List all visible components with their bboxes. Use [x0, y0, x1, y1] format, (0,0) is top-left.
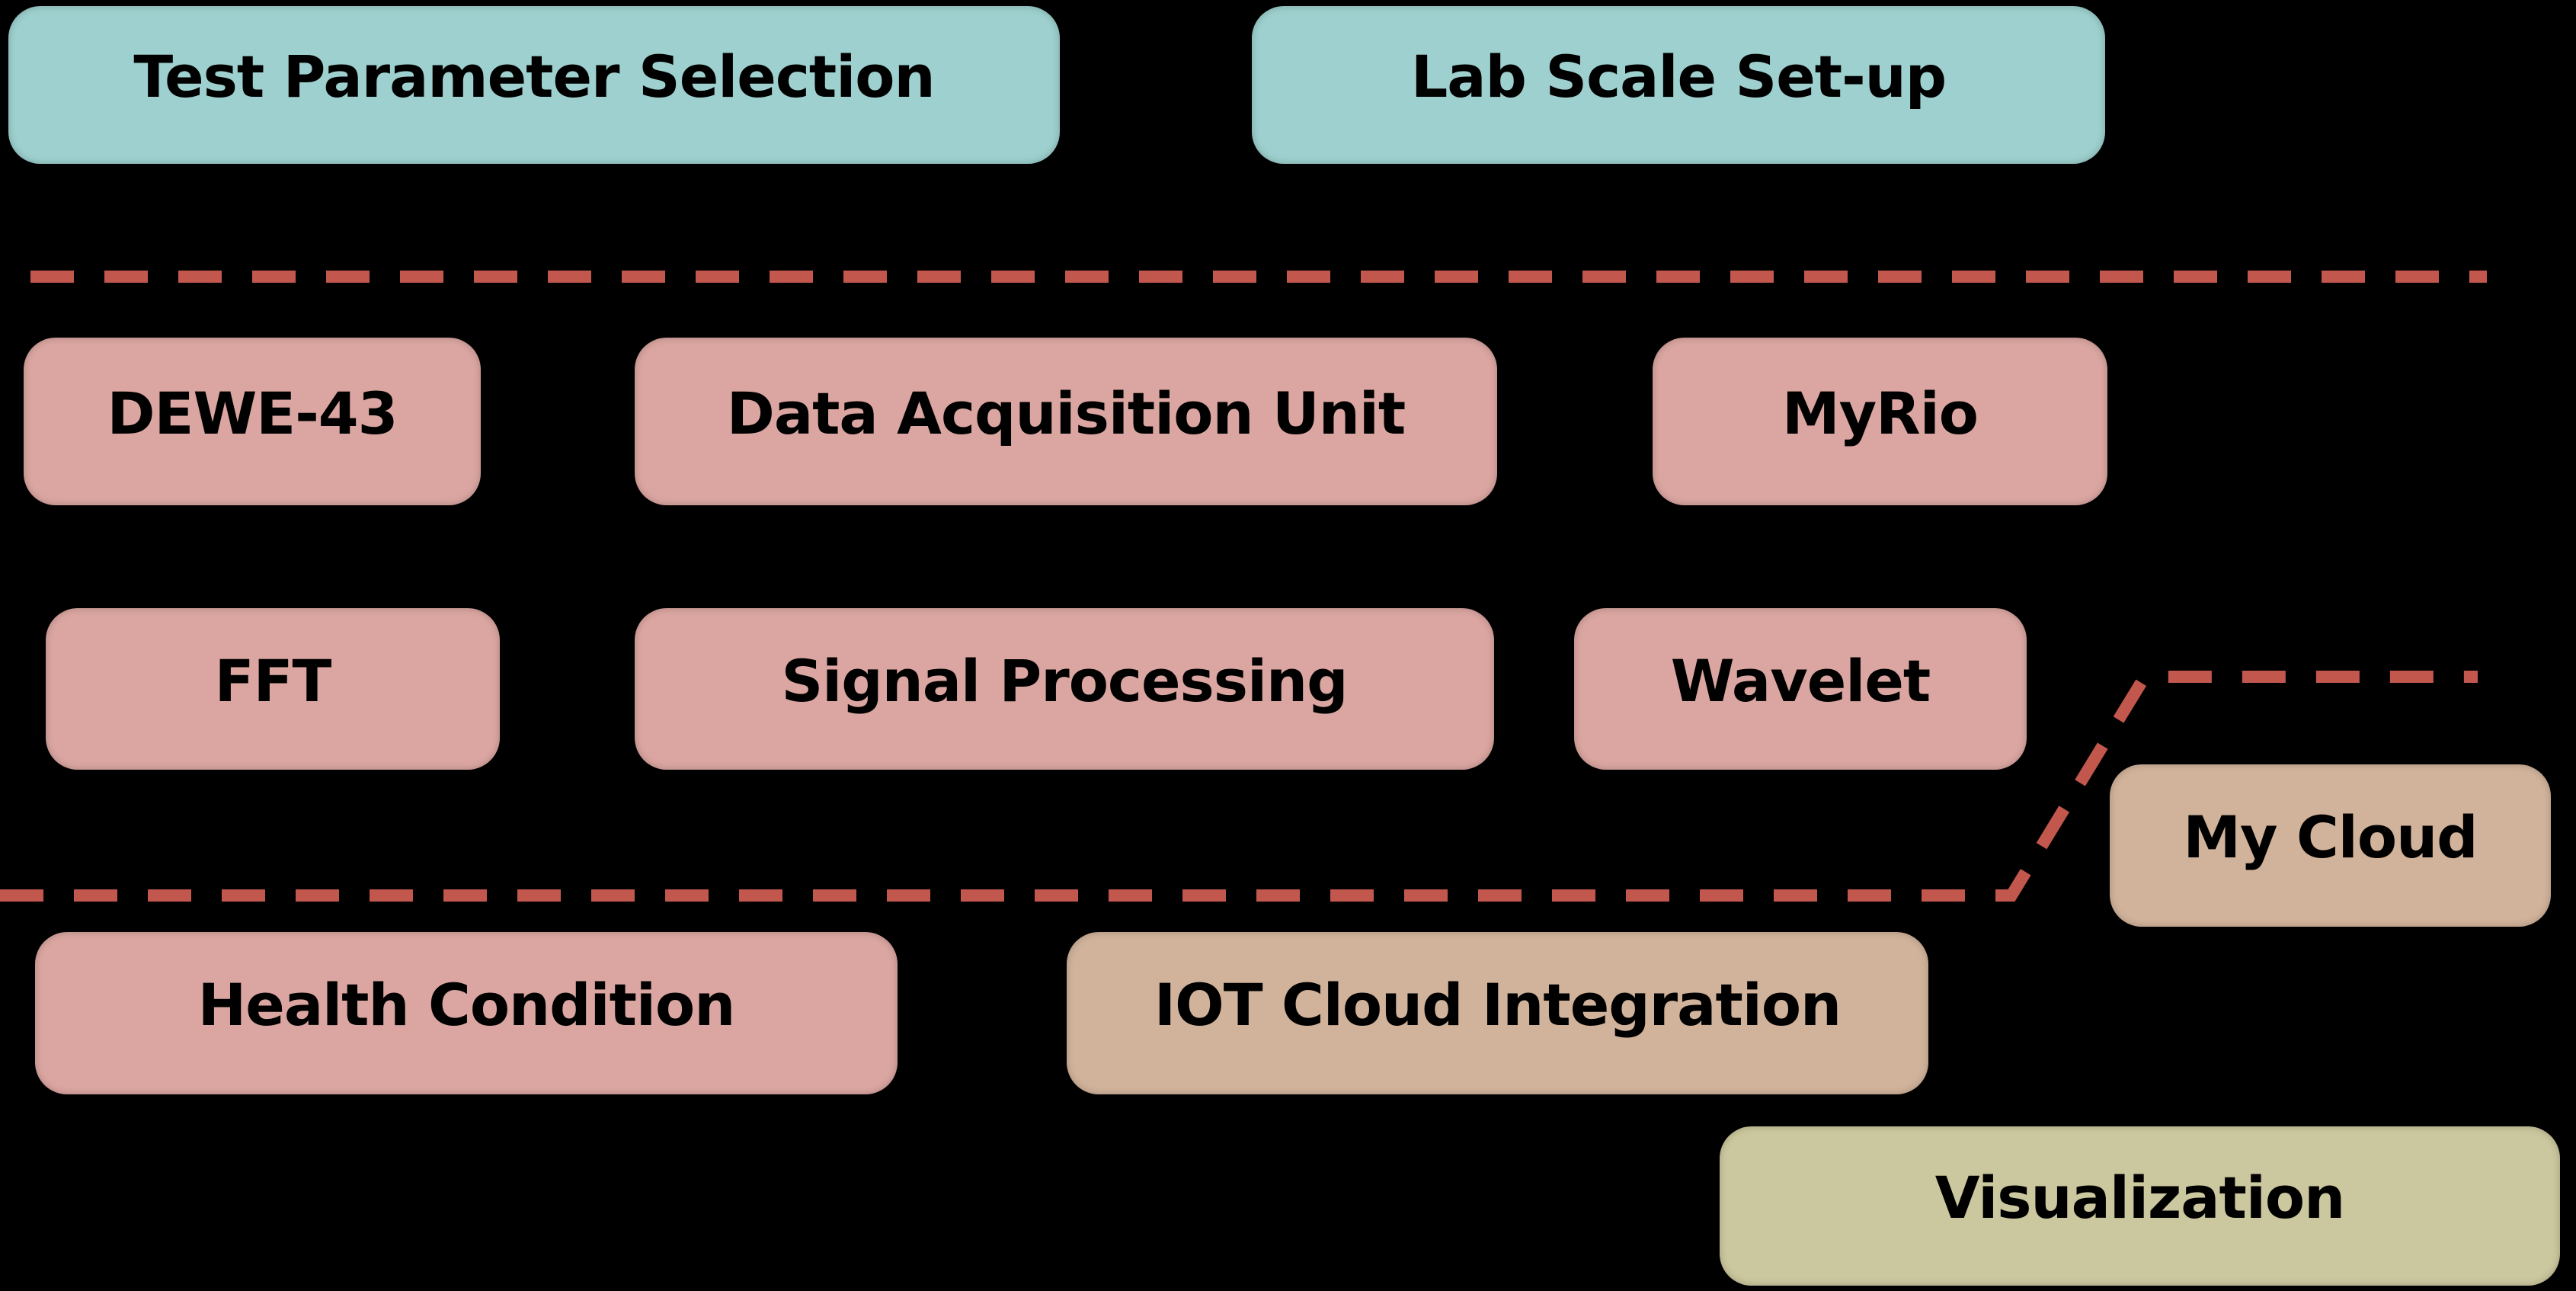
- node-label: Wavelet: [1670, 646, 1931, 715]
- node-label: IOT Cloud Integration: [1154, 971, 1842, 1039]
- node-label: FFT: [214, 646, 332, 715]
- node-wavelet: Wavelet: [1574, 608, 2027, 770]
- node-label: DEWE-43: [107, 379, 398, 447]
- node-label: Visualization: [1934, 1164, 2345, 1232]
- node-iot-cloud-integration: IOT Cloud Integration: [1067, 932, 1928, 1094]
- node-test-parameter-selection: Test Parameter Selection: [8, 6, 1060, 164]
- node-dewe-43: DEWE-43: [24, 338, 481, 505]
- node-health-condition: Health Condition: [35, 932, 898, 1094]
- node-myrio: MyRio: [1653, 338, 2107, 505]
- node-label: MyRio: [1782, 379, 1979, 447]
- node-data-acquisition-unit: Data Acquisition Unit: [635, 338, 1497, 505]
- node-label: Data Acquisition Unit: [726, 379, 1406, 447]
- node-label: Test Parameter Selection: [133, 43, 935, 111]
- node-my-cloud: My Cloud: [2110, 764, 2551, 927]
- node-lab-scale-setup: Lab Scale Set-up: [1252, 6, 2105, 164]
- node-label: Lab Scale Set-up: [1410, 43, 1947, 111]
- node-label: Health Condition: [197, 971, 736, 1039]
- node-fft: FFT: [46, 608, 500, 770]
- node-visualization: Visualization: [1720, 1126, 2560, 1286]
- node-label: My Cloud: [2183, 803, 2478, 871]
- node-label: Signal Processing: [781, 646, 1348, 715]
- node-signal-processing: Signal Processing: [635, 608, 1494, 770]
